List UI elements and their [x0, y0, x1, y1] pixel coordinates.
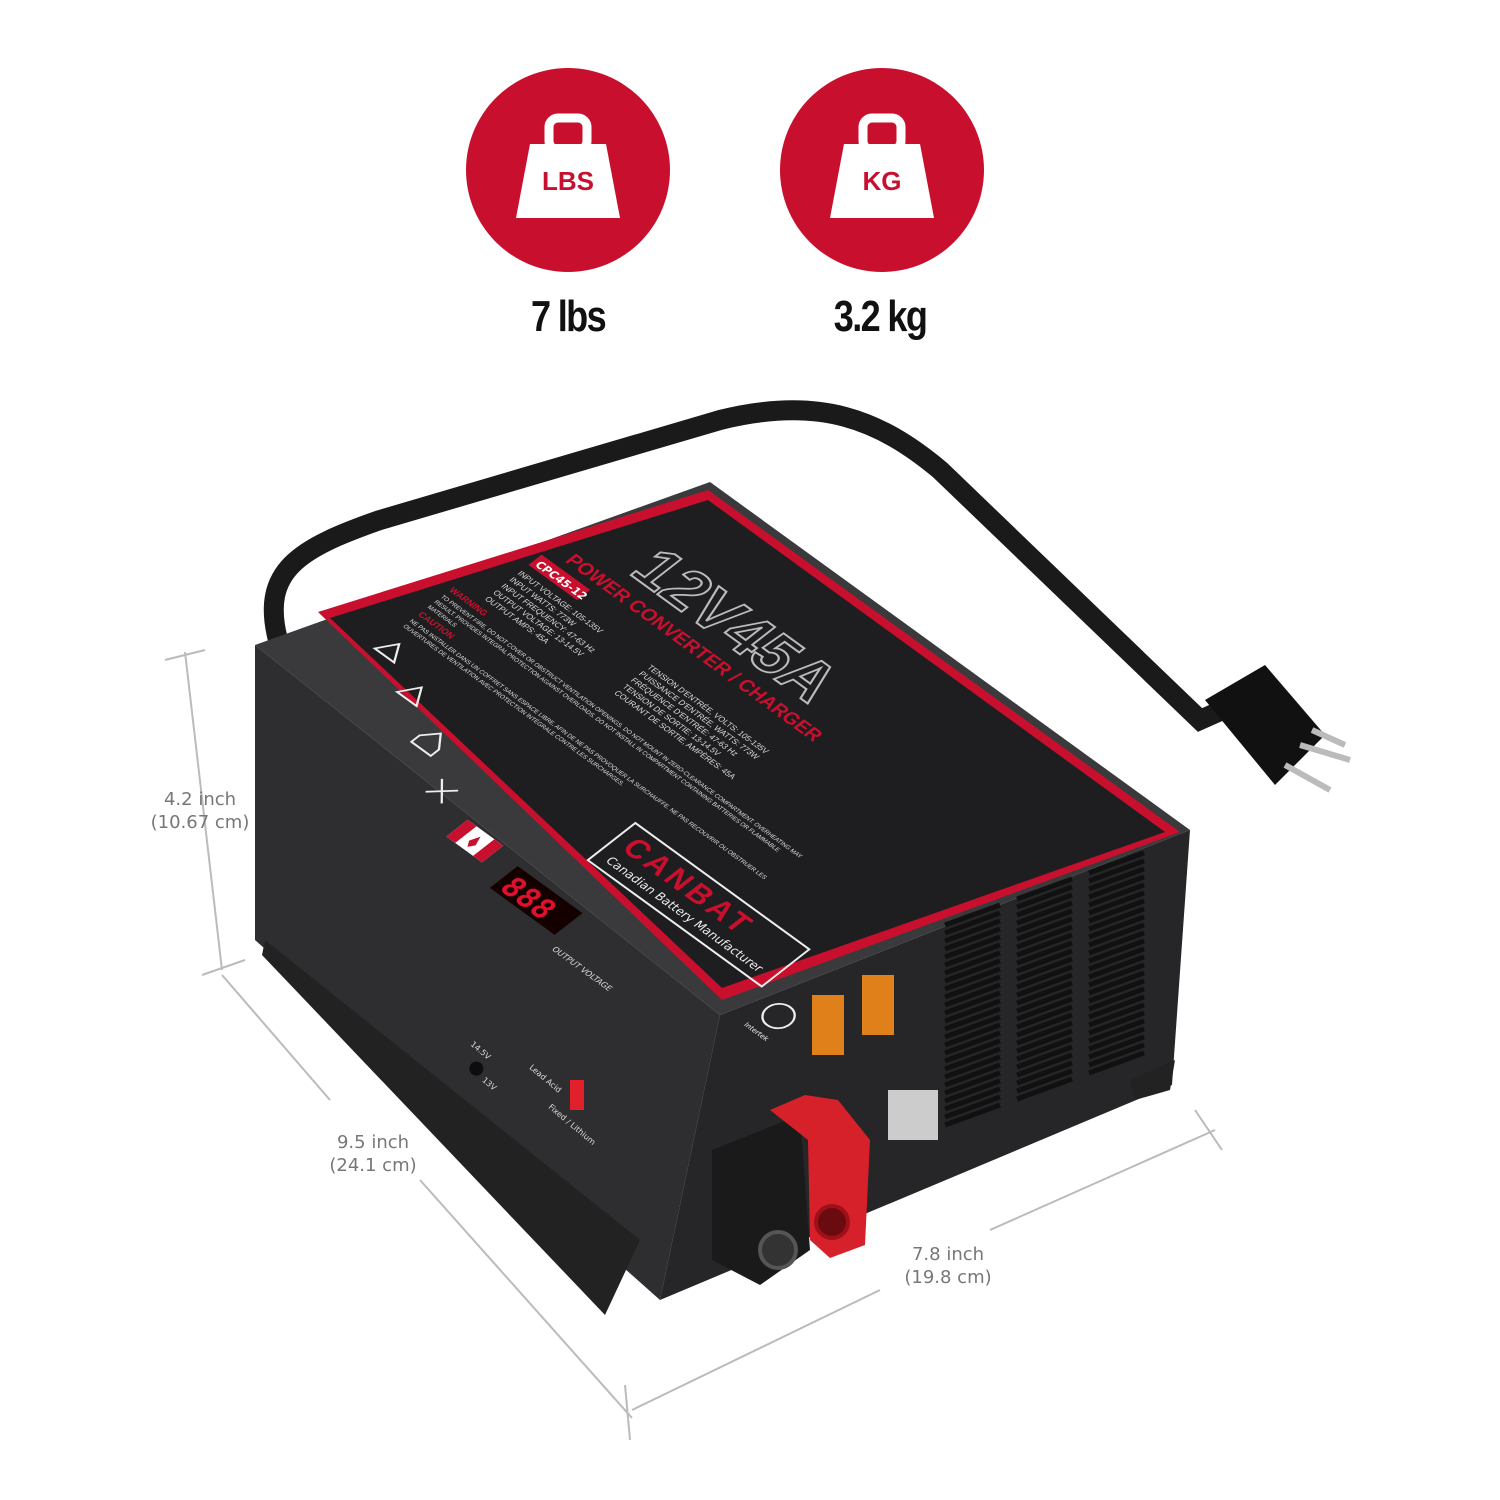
height-dimension-line	[184, 651, 223, 971]
width-metric: (19.8 cm)	[904, 1267, 992, 1288]
dimension-lines	[164, 649, 1223, 1441]
indoor-use-icon	[409, 732, 442, 758]
shock-triangle-icon	[394, 686, 424, 708]
weight-kg-badge: KG	[780, 68, 984, 272]
weight-lbs-badge: LBS	[466, 68, 670, 272]
mounting-flange-left	[262, 940, 640, 1315]
fuse-1	[812, 995, 844, 1055]
width-dimension-line	[631, 1129, 1216, 1411]
certification-icon	[761, 1002, 796, 1030]
ventilation-grille	[944, 850, 1145, 1128]
mode-switch[interactable]	[570, 1080, 584, 1110]
mounting-flange-right	[1130, 1060, 1175, 1100]
weight-lbs-value: 7 lbs	[530, 292, 607, 341]
ground-lug	[888, 1090, 938, 1140]
fuse-2	[862, 975, 894, 1035]
canada-flag-icon	[446, 819, 504, 863]
length-dimension-label: 9.5 inch (24.1 cm)	[293, 1131, 453, 1177]
weight-kg-value: 3.2 kg	[833, 292, 928, 341]
weight-lbs-unit: LBS	[542, 166, 594, 196]
warning-triangle-icon	[372, 642, 401, 665]
voltage-display	[489, 866, 583, 935]
weee-bin-icon	[425, 778, 459, 804]
width-imperial: 7.8 inch	[911, 1244, 985, 1265]
power-cord	[263, 400, 1255, 732]
housing-front-left	[255, 645, 720, 1300]
label-panel	[330, 500, 1165, 988]
height-imperial: 4.2 inch	[163, 789, 237, 810]
height-dimension-label: 4.2 inch (10.67 cm)	[120, 788, 280, 834]
plug-icon	[1205, 665, 1351, 793]
dc-output-terminals	[712, 1095, 870, 1285]
weight-lbs-icon	[516, 113, 620, 218]
length-metric: (24.1 cm)	[329, 1155, 417, 1176]
weight-kg-icon	[830, 113, 934, 218]
width-dimension-label: 7.8 inch (19.8 cm)	[868, 1243, 1028, 1289]
length-dimension-line	[221, 974, 633, 1419]
height-metric: (10.67 cm)	[150, 812, 250, 833]
weight-kg-unit: KG	[862, 166, 902, 196]
length-imperial: 9.5 inch	[336, 1132, 410, 1153]
brand-box	[586, 821, 811, 988]
